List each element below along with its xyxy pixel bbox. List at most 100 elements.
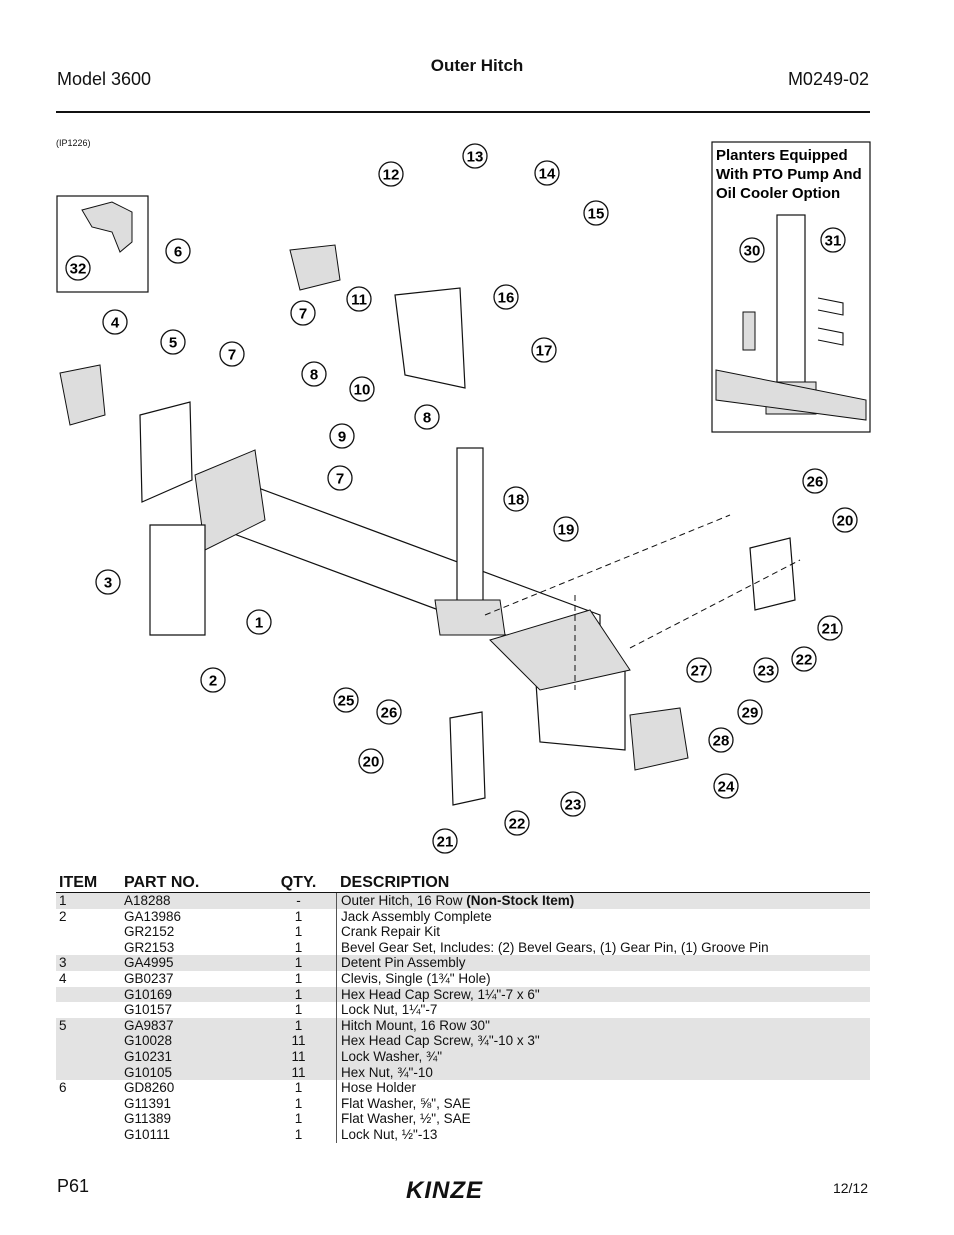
page-number: P61 xyxy=(57,1176,90,1196)
clevis-figure xyxy=(59,364,106,426)
cell-part: GA4995 xyxy=(121,955,261,971)
callout-label: 26 xyxy=(381,705,398,722)
callout-label: 19 xyxy=(558,522,575,539)
callout-circle xyxy=(708,727,734,753)
callout-20: 20 xyxy=(358,748,384,774)
description-text: Outer Hitch, 16 Row xyxy=(341,893,467,908)
callout-label: 9 xyxy=(338,429,346,446)
quantity: 11 xyxy=(291,1033,306,1049)
callout-23: 23 xyxy=(753,657,779,683)
quantity: 1 xyxy=(294,908,303,924)
callout-15: 15 xyxy=(583,200,609,226)
part-number: GA13986 xyxy=(124,908,182,924)
callout-circle xyxy=(200,667,226,693)
header-item: ITEM xyxy=(59,874,98,891)
logo-text: KINZE xyxy=(406,1177,483,1204)
callout-label: 28 xyxy=(713,733,730,750)
description: Bevel Gear Set, Includes: (2) Bevel Gear… xyxy=(341,940,870,956)
callout-label: 23 xyxy=(565,797,582,814)
description-note: (Non-Stock Item) xyxy=(466,893,575,908)
callout-circle xyxy=(503,486,529,512)
header-desc: DESCRIPTION xyxy=(340,874,450,891)
pump-plate-figure xyxy=(629,707,689,771)
description: Outer Hitch, 16 Row (Non-Stock Item) xyxy=(341,893,870,909)
callout-label: 8 xyxy=(310,367,318,384)
callout-3: 3 xyxy=(95,569,121,595)
callout-label: 22 xyxy=(509,816,526,833)
callout-7: 7 xyxy=(327,465,353,491)
quantity: 1 xyxy=(294,1080,303,1096)
callout-label: 27 xyxy=(691,663,708,680)
dash-line-c xyxy=(629,559,801,649)
callout-label: 20 xyxy=(837,513,854,530)
description: Crank Repair Kit xyxy=(341,924,870,940)
callout-circle xyxy=(432,828,458,854)
callout-label: 17 xyxy=(536,343,553,360)
item-number: 5 xyxy=(59,1017,67,1033)
cell-qty: 1 xyxy=(261,987,336,1003)
callout-31: 31 xyxy=(820,227,846,253)
quantity: 1 xyxy=(294,970,303,986)
callout-12: 12 xyxy=(378,161,404,187)
callout-circle xyxy=(832,507,858,533)
callout-circle xyxy=(349,376,375,402)
part-number: GR2153 xyxy=(124,939,175,955)
callout-label: 14 xyxy=(539,166,556,183)
pto-bracket-figure xyxy=(394,287,466,389)
callout-label: 22 xyxy=(796,652,813,669)
description: Hex Nut, ¾"-10 xyxy=(341,1065,870,1081)
callout-circle xyxy=(65,255,91,281)
callout-4: 4 xyxy=(102,309,128,335)
inset-label-line-3: Oil Cooler Option xyxy=(716,185,840,202)
callout-label: 26 xyxy=(807,474,824,491)
kinze-logo: KINZE xyxy=(406,1177,483,1204)
callout-label: 7 xyxy=(299,306,307,323)
cell-part: GB0237 xyxy=(121,971,261,987)
part-number: G10028 xyxy=(124,1033,173,1049)
callout-circle xyxy=(333,687,359,713)
cell-item xyxy=(56,1002,121,1018)
callout-25: 25 xyxy=(333,687,359,713)
callout-circle xyxy=(246,609,272,635)
callout-circle xyxy=(560,791,586,817)
inset-label: Planters Equipped With PTO Pump And Oil … xyxy=(716,147,866,202)
callout-7: 7 xyxy=(290,300,316,326)
callout-21: 21 xyxy=(817,615,843,641)
callout-9: 9 xyxy=(329,423,355,449)
item-number: 2 xyxy=(59,908,67,924)
callout-circle xyxy=(820,227,846,253)
header-rule xyxy=(56,111,870,113)
callout-32: 32 xyxy=(65,255,91,281)
item-number xyxy=(59,987,121,1003)
cell-item: 6 xyxy=(56,1080,121,1142)
callout-26: 26 xyxy=(802,468,828,494)
callout-label: 21 xyxy=(437,834,454,851)
item-number: 1 xyxy=(59,893,67,908)
cell-desc: Lock Nut, 1¼"-7 xyxy=(336,1002,870,1018)
callout-circle xyxy=(686,657,712,683)
cell-item xyxy=(56,987,121,1003)
callout-19: 19 xyxy=(553,516,579,542)
item-number: 3 xyxy=(59,955,67,971)
description-text: Hose Holder xyxy=(341,1080,417,1096)
callout-circle xyxy=(290,300,316,326)
model-name: Model 3600 xyxy=(57,69,152,89)
clevis-small-figure xyxy=(81,201,133,253)
part-number: G11391 xyxy=(124,1095,172,1111)
callout-label: 23 xyxy=(758,663,775,680)
callout-circle xyxy=(534,160,560,186)
callout-14: 14 xyxy=(534,160,560,186)
callout-label: 7 xyxy=(336,471,344,488)
callout-23: 23 xyxy=(560,791,586,817)
revision-date: 12/12 xyxy=(832,1180,868,1196)
description-text: Lock Washer, ¾" xyxy=(341,1048,443,1064)
description-text: Lock Nut, 1¼"-7 xyxy=(341,1002,438,1018)
callout-21: 21 xyxy=(432,828,458,854)
description-text: Hex Head Cap Screw, 1¼"-7 x 6" xyxy=(341,986,540,1002)
